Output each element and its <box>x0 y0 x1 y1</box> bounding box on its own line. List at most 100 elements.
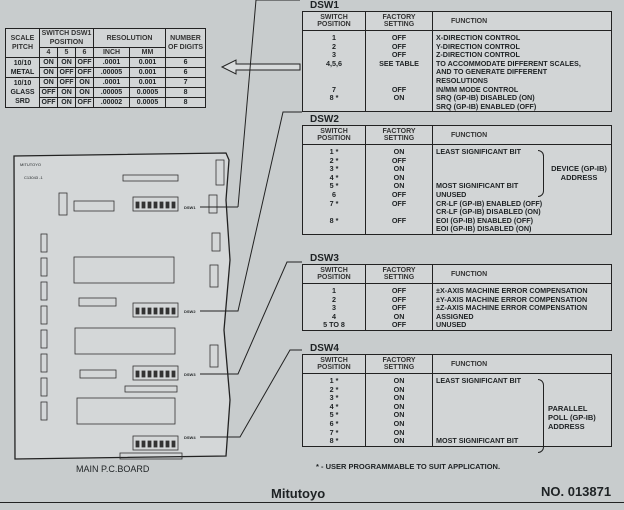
dsw2-brace <box>538 150 544 197</box>
scale-cell: OFF <box>39 87 58 98</box>
function-cell: EOI (GP-IB) ENABLED (OFF) <box>432 216 612 226</box>
dip-switch-lever <box>141 307 146 315</box>
function-cell <box>432 402 612 412</box>
scale-cell: 8 <box>165 87 207 98</box>
arrow-icon <box>220 59 301 75</box>
function-cell <box>432 156 612 166</box>
dip-switch-lever <box>165 307 170 315</box>
scale-cell: ON <box>39 57 58 68</box>
dip-switch-lever <box>135 201 140 209</box>
function-cell: Z-DIRECTION CONTROL <box>432 51 612 60</box>
setting-cell: ON <box>365 373 433 386</box>
table-row: EOI (GP-IB) DISABLED (ON) <box>302 224 612 235</box>
scale-cell: 0.001 <box>128 67 167 78</box>
function-cell: CR-LF (GP-IB) ENABLED (OFF) <box>432 199 612 209</box>
function-cell: ±Y-AXIS MACHINE ERROR COMPENSATION <box>432 295 612 305</box>
scale-cell: ON <box>39 77 58 88</box>
header-set: FACTORY SETTING <box>365 264 433 284</box>
dip-switch-lever <box>153 307 158 315</box>
scale-cell: 0.0005 <box>128 87 167 98</box>
scale-cell: .0001 <box>93 77 130 88</box>
table-row: RESOLUTIONS <box>302 76 612 86</box>
scale-cell: OFF <box>39 97 58 108</box>
setting-cell: SEE TABLE <box>365 59 433 69</box>
header-fn: FUNCTION <box>432 125 612 145</box>
scale-cell: .00005 <box>93 67 130 78</box>
setting-cell: ON <box>365 144 433 157</box>
position-cell: 7 * <box>302 199 366 209</box>
table-row: 4 *ON <box>302 173 612 183</box>
dip-switch-lever <box>171 307 176 315</box>
leader-lines <box>200 0 302 438</box>
setting-cell <box>365 68 433 77</box>
scale-cell: 7 <box>165 77 207 88</box>
scale-cell: .0001 <box>93 57 130 68</box>
scale-cell: OFF <box>75 57 94 68</box>
board-dsw4-label: DSW4 <box>184 435 196 440</box>
function-cell: UNUSED <box>432 321 612 331</box>
header-inch: INCH <box>93 47 130 58</box>
position-cell: 1 <box>302 283 366 296</box>
dip-switch-lever <box>171 201 176 209</box>
ic-chip <box>40 329 48 349</box>
table-row: SRQ (GP-IB) ENABLED (OFF) <box>302 102 612 112</box>
board-dsw3-label: DSW3 <box>184 372 196 377</box>
scale-cell: OFF <box>75 97 94 108</box>
header-pos: SWITCH POSITION <box>302 354 366 374</box>
header-set: FACTORY SETTING <box>365 11 433 31</box>
scale-cell: OFF <box>75 67 94 78</box>
table-row: CR-LF (GP-IB) DISABLED (ON) <box>302 208 612 217</box>
dsw2-group-label: DEVICE (GP-IB) ADDRESS <box>551 164 607 182</box>
pcb-outline <box>13 152 231 460</box>
scale-pitch-cell: 10/10 METAL <box>5 57 40 78</box>
scale-cell: 0.0005 <box>128 97 167 108</box>
footnote: * - USER PROGRAMMABLE TO SUIT APPLICATIO… <box>316 462 501 471</box>
function-cell <box>432 411 612 420</box>
function-cell: ASSIGNED <box>432 312 612 322</box>
header-sw5: 5 <box>57 47 76 58</box>
position-cell <box>302 102 366 112</box>
table-row: 5 *ON <box>302 411 612 420</box>
position-cell <box>302 225 366 235</box>
ic-chip <box>40 281 48 301</box>
dip-switch-lever <box>135 307 140 315</box>
function-cell <box>432 394 612 403</box>
dsw3-title: DSW3 <box>310 253 339 264</box>
header-pos: SWITCH POSITION <box>302 11 366 31</box>
ic-chip <box>40 401 48 421</box>
dip-switch-lever <box>165 440 170 448</box>
position-cell: 8 * <box>302 436 366 447</box>
dip-switch-lever <box>159 201 164 209</box>
scale-cell: ON <box>75 87 94 98</box>
header-set: FACTORY SETTING <box>365 125 433 145</box>
function-cell: MOST SIGNIFICANT BIT <box>432 436 612 447</box>
function-cell <box>432 173 612 183</box>
dip-switch-lever <box>147 307 152 315</box>
dip-switch-lever <box>159 370 164 378</box>
dip-switch-lever <box>159 440 164 448</box>
dip-switch-lever <box>141 201 146 209</box>
table-row: 2 *OFF <box>302 156 612 166</box>
scale-cell: ON <box>57 57 76 68</box>
setting-cell <box>365 102 433 112</box>
header-fn: FUNCTION <box>432 264 612 284</box>
function-cell <box>432 419 612 429</box>
setting-cell: ON <box>365 436 433 447</box>
scale-cell: .00005 <box>93 87 130 98</box>
dsw1-title: DSW1 <box>310 0 339 11</box>
function-cell: RESOLUTIONS <box>432 76 612 86</box>
table-row: 4 *ON <box>302 402 612 412</box>
board-dsw2-label: DSW2 <box>184 309 196 314</box>
setting-cell: OFF <box>365 216 433 226</box>
scale-cell: 6 <box>165 57 207 68</box>
